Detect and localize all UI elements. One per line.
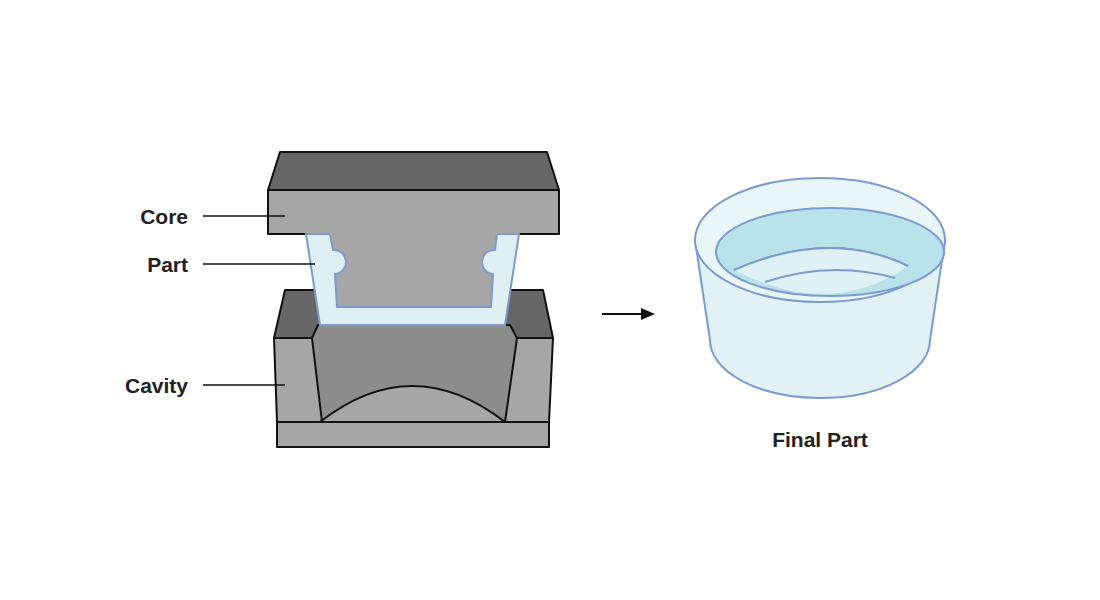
process-arrow [602,313,644,315]
part-label: Core [140,206,188,227]
core-block [268,152,559,234]
part-label: Cavity [125,375,188,396]
core-plug [330,234,497,307]
molded-part [306,234,519,325]
part-label: Part [147,254,188,275]
core-joint [330,233,497,235]
caption-label: Final Part [772,429,868,450]
leader-lines [203,216,315,385]
final-part-cup [695,178,945,398]
arrow-head [641,308,655,320]
